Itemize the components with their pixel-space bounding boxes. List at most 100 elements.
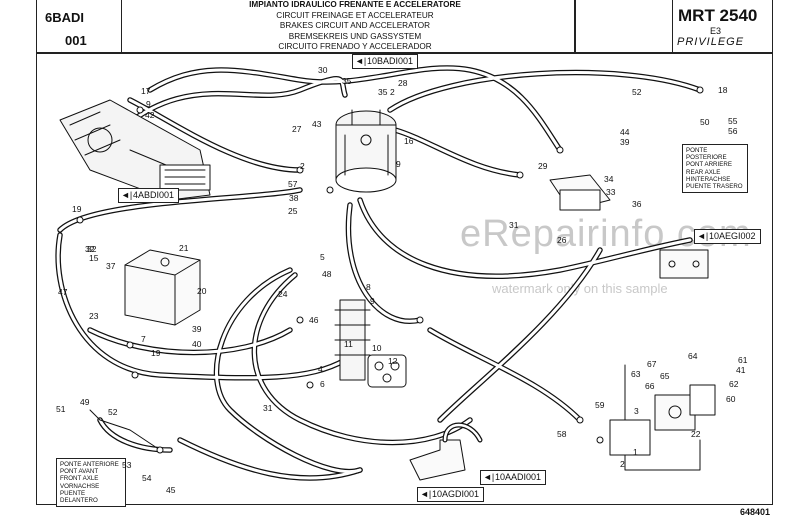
- part-label: 37: [106, 261, 116, 271]
- ref-arrow-icon: ◄|: [420, 489, 432, 499]
- brake-valve: [335, 109, 397, 193]
- part-label: 52: [632, 87, 642, 97]
- part-label: 7: [141, 334, 146, 344]
- part-label: 25: [288, 206, 298, 216]
- part-label: 22: [691, 429, 701, 439]
- ref-tag-4abdi001[interactable]: ◄|4ABDI001: [118, 188, 180, 203]
- title-english: BRAKES CIRCUIT AND ACCELERATOR: [279, 21, 431, 31]
- part-label: 48: [322, 269, 332, 279]
- part-label: 2: [390, 87, 395, 97]
- brake-pump: [59, 99, 211, 201]
- ref-tag-10badi001[interactable]: ◄|10BADI001: [352, 54, 419, 69]
- part-label: 45: [166, 485, 176, 495]
- model-box: [672, 0, 773, 53]
- part-label: 15: [89, 253, 99, 263]
- part-label: 2: [620, 459, 625, 469]
- part-label: 42: [145, 110, 155, 120]
- front-axle-lines: [89, 409, 161, 451]
- part-label: 26: [557, 235, 567, 245]
- part-label: 36: [632, 199, 642, 209]
- brand-logo: PRIVILEGE: [677, 36, 745, 48]
- part-label: 2: [300, 161, 305, 171]
- ref-tag-10agdi001[interactable]: ◄|10AGDI001: [417, 487, 485, 502]
- part-label: 67: [647, 359, 657, 369]
- ref-arrow-icon: ◄|: [355, 56, 367, 66]
- part-label: 17: [141, 86, 151, 96]
- ref-tag-10aadi001[interactable]: ◄|10AADI001: [480, 470, 547, 485]
- part-label: 32: [85, 244, 95, 254]
- part-label: 51: [56, 404, 66, 414]
- part-label: 9: [370, 296, 375, 306]
- part-label: 11: [344, 339, 353, 349]
- part-label: 23: [89, 311, 99, 321]
- part-label: 52: [108, 407, 118, 417]
- part-label: 38: [289, 193, 299, 203]
- part-label: 34: [604, 174, 614, 184]
- part-label: 59: [595, 400, 605, 410]
- part-label: 53: [122, 460, 132, 470]
- part-label: 41: [736, 365, 746, 375]
- part-label: 58: [557, 429, 567, 439]
- ref-arrow-icon: ◄|: [121, 190, 133, 200]
- title-block: IMPIANTO IDRAULICO FRENANTE E ACCELERATO…: [190, 0, 520, 53]
- rear-axle-valve: [549, 174, 611, 211]
- part-label: 47: [58, 287, 68, 297]
- accelerator-valve: [334, 299, 407, 388]
- part-label: 46: [309, 315, 319, 325]
- part-label: 19: [151, 348, 161, 358]
- part-label: 60: [726, 394, 736, 404]
- part-label: 31: [509, 220, 519, 230]
- sheet-number: 001: [65, 33, 87, 48]
- part-label: 35: [378, 87, 388, 97]
- part-label: 61: [738, 355, 748, 365]
- part-label: 5: [320, 252, 325, 262]
- part-label: 16: [404, 136, 414, 146]
- part-label: 62: [729, 379, 739, 389]
- part-label: 64: [688, 351, 698, 361]
- part-label: 31: [263, 403, 273, 413]
- part-label: 18: [718, 85, 728, 95]
- part-label: 35: [342, 76, 352, 86]
- title-french: CIRCUIT FREINAGE ET ACCELERATEUR: [276, 10, 434, 20]
- drawing-frame: [36, 53, 773, 505]
- part-label: 19: [72, 204, 82, 214]
- ref-tag-10aegi002[interactable]: ◄|10AEGI002: [694, 229, 761, 244]
- document-number: 648401: [740, 507, 771, 517]
- part-label: 54: [142, 473, 152, 483]
- model-variant: E3: [710, 26, 722, 36]
- part-label: 6: [320, 379, 325, 389]
- part-label: 27: [292, 124, 302, 134]
- part-label: 21: [179, 243, 189, 253]
- accelerator-pedal: [409, 422, 483, 481]
- part-label: 10: [372, 343, 382, 353]
- header-rule: [122, 52, 672, 54]
- part-label: 55: [728, 116, 738, 126]
- part-label: 65: [660, 371, 670, 381]
- oil-tank: [124, 249, 201, 326]
- part-label: 66: [645, 381, 655, 391]
- section-code: 6BADI: [45, 10, 85, 25]
- title-german: BREMSEKREIS UND GASSYSTEM: [288, 31, 422, 41]
- part-label: 44: [620, 127, 630, 137]
- part-label: 40: [192, 339, 202, 349]
- part-label: 8: [366, 282, 371, 292]
- title-italian: IMPIANTO IDRAULICO FRENANTE E ACCELERATO…: [249, 0, 461, 9]
- title-spanish: CIRCUITO FRENADO Y ACCELERADOR: [278, 42, 432, 52]
- part-label: 3: [634, 406, 639, 416]
- part-label: 49: [80, 397, 90, 407]
- part-label: 28: [398, 78, 408, 88]
- part-label: 20: [197, 286, 207, 296]
- part-label: 1: [633, 447, 638, 457]
- distributor-block: [659, 249, 709, 279]
- part-label: 33: [606, 187, 616, 197]
- part-label: 29: [538, 161, 548, 171]
- part-label: 43: [312, 119, 322, 129]
- part-label: 9: [396, 159, 401, 169]
- model-name: MRT 2540: [678, 6, 758, 25]
- ref-arrow-icon: ◄|: [483, 472, 495, 482]
- part-label: 63: [631, 369, 641, 379]
- section-code-box: 6BADI 001: [36, 0, 122, 53]
- part-label: 9: [146, 99, 151, 109]
